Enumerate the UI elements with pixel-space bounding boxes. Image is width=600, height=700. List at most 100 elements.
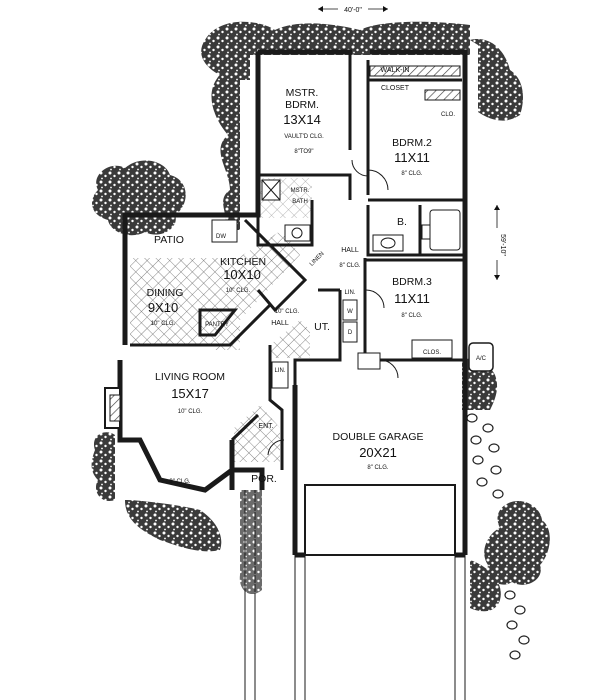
entry-label: ENT. xyxy=(258,423,273,430)
room-kitchen: KITCHEN 10X10 10" CLG. xyxy=(220,256,266,294)
dining-size: 9X10 xyxy=(148,300,178,315)
mbath-name-2: BATH xyxy=(292,199,308,205)
garage-door xyxy=(304,484,456,556)
dining-ceiling: 10" CLG. xyxy=(151,321,176,327)
toilet-bath xyxy=(421,224,431,240)
closet-name-1: WALK-IN xyxy=(381,67,410,74)
entry-floor xyxy=(234,405,280,462)
living-name: LIVING ROOM xyxy=(155,371,225,383)
floor-finishes xyxy=(130,178,312,462)
master-name-1: MSTR. xyxy=(286,87,319,99)
wall-master-south xyxy=(258,173,352,200)
bdrm2-name: BDRM.2 xyxy=(392,137,432,149)
master-name-2: BDRM. xyxy=(285,99,319,111)
shrub-top-right xyxy=(470,39,523,121)
bdrm3-name: BDRM.3 xyxy=(392,276,432,288)
wall-bath xyxy=(366,205,465,257)
wall-living-entry xyxy=(230,413,260,442)
room-master-bath: MSTR. BATH xyxy=(291,188,310,205)
fixtures xyxy=(159,65,494,700)
garage-ceiling: 8" CLG. xyxy=(367,465,388,471)
washer-label: W xyxy=(347,309,353,315)
kitchen-ceiling: 10" CLG. xyxy=(226,288,251,294)
patio-label: PATIO xyxy=(154,234,184,246)
room-living: LIVING ROOM 15X17 10" CLG. 9" CLG. xyxy=(155,371,225,485)
pantry-label: PANTRY xyxy=(205,322,229,328)
living-size: 15X17 xyxy=(171,386,209,401)
master-note-1: VAULT'D CLG. xyxy=(284,134,324,140)
width-dimension: 40'-0" xyxy=(344,7,362,14)
shrub-left-band xyxy=(211,70,240,230)
ac-label: A/C xyxy=(476,356,487,362)
closet-shelf-2 xyxy=(424,89,461,101)
shrub-lower-left xyxy=(91,432,115,501)
mbath-name-1: MSTR. xyxy=(291,188,310,194)
utility-name: UT. xyxy=(314,321,330,333)
room-labels: MSTR. BDRM. 13X14 VAULT'D CLG. 8"TO9" WA… xyxy=(147,67,487,485)
kitchen-counter xyxy=(211,219,238,243)
wall-hall-diagonal xyxy=(243,218,308,313)
bdrm2-size: 11X11 xyxy=(394,150,430,165)
dryer-label: D xyxy=(348,330,353,336)
exterior-wall-north-east xyxy=(258,49,468,360)
overall-dimensions: 40'-0" 59'-10" xyxy=(318,6,506,280)
garage-size: 20X21 xyxy=(359,445,397,460)
closet-shelf xyxy=(369,65,461,77)
utility-hall-floor xyxy=(270,320,310,358)
ac-unit xyxy=(468,342,494,372)
hall-upper-ceiling: 8" CLG. xyxy=(339,263,360,269)
exterior-wall-entry xyxy=(232,467,265,490)
living-ceiling: 10" CLG. xyxy=(178,409,203,415)
kitchen-dining-floor xyxy=(130,230,300,350)
room-hall-lower: 10" CLG. HALL xyxy=(271,309,299,327)
bdrm3-size: 11X11 xyxy=(394,291,430,306)
washer xyxy=(342,299,358,321)
kitchen-size: 10X10 xyxy=(223,267,261,282)
linen-cabinet-entry xyxy=(271,361,289,389)
wall-utility xyxy=(293,288,342,385)
room-dining: DINING 9X10 10" CLG. xyxy=(147,287,184,327)
dw-label: DW xyxy=(216,234,226,240)
kitchen-name: KITCHEN xyxy=(220,256,266,268)
room-patio: PATIO DW xyxy=(154,234,226,246)
shrub-tree-left xyxy=(92,160,186,236)
bdrm2-ceiling: 8" CLG. xyxy=(401,171,422,177)
bdrm3-ceiling: 8" CLG. xyxy=(401,313,422,319)
exterior-wall-kitchen-north xyxy=(122,212,240,345)
walls xyxy=(104,49,468,558)
driveway-lines xyxy=(244,490,466,700)
master-size: 13X14 xyxy=(283,112,321,127)
stepping-stones xyxy=(466,413,530,660)
garage-name: DOUBLE GARAGE xyxy=(332,431,423,443)
bdrm3-closet: CLOS. xyxy=(423,350,441,356)
dining-name: DINING xyxy=(147,287,184,299)
shrub-bottom-left xyxy=(125,500,222,552)
hall-lower-ceiling: 10" CLG. xyxy=(275,309,300,315)
room-master-bedroom: MSTR. BDRM. 13X14 VAULT'D CLG. 8"TO9" xyxy=(283,87,324,155)
master-note-2: 8"TO9" xyxy=(294,149,313,155)
closet-small: CLO. xyxy=(441,112,455,118)
shrub-walk-left xyxy=(239,490,262,595)
dryer xyxy=(342,321,358,343)
room-garage: DOUBLE GARAGE 20X21 8" CLG. xyxy=(332,431,423,471)
shrub-right-tree xyxy=(484,500,550,585)
hall-lower-name: HALL xyxy=(271,320,289,327)
bath-label: B. xyxy=(397,216,407,228)
utility-lin: LIN. xyxy=(344,290,355,296)
wall-mbath xyxy=(256,200,314,247)
room-walk-in-closet: WALK-IN CLOSET CLO. xyxy=(381,67,456,118)
wall-closet xyxy=(366,60,462,195)
room-bedroom-2: BDRM.2 11X11 8" CLG. xyxy=(392,137,432,177)
closet-bdrm3 xyxy=(411,339,453,359)
living-bay-ceiling: 9" CLG. xyxy=(169,479,190,485)
linen-upper-label: LINEN xyxy=(309,251,326,268)
room-hall-upper: HALL 8" CLG. xyxy=(339,247,360,269)
porch-label: POR. xyxy=(251,473,277,485)
room-bedroom-3: BDRM.3 11X11 8" CLG. CLOS. xyxy=(392,276,441,356)
shrub-bottom-right xyxy=(470,560,501,612)
depth-dimension: 59'-10" xyxy=(499,234,506,256)
lin-entry-label: LIN. xyxy=(274,368,285,374)
wall-kitchen-south xyxy=(130,303,272,347)
